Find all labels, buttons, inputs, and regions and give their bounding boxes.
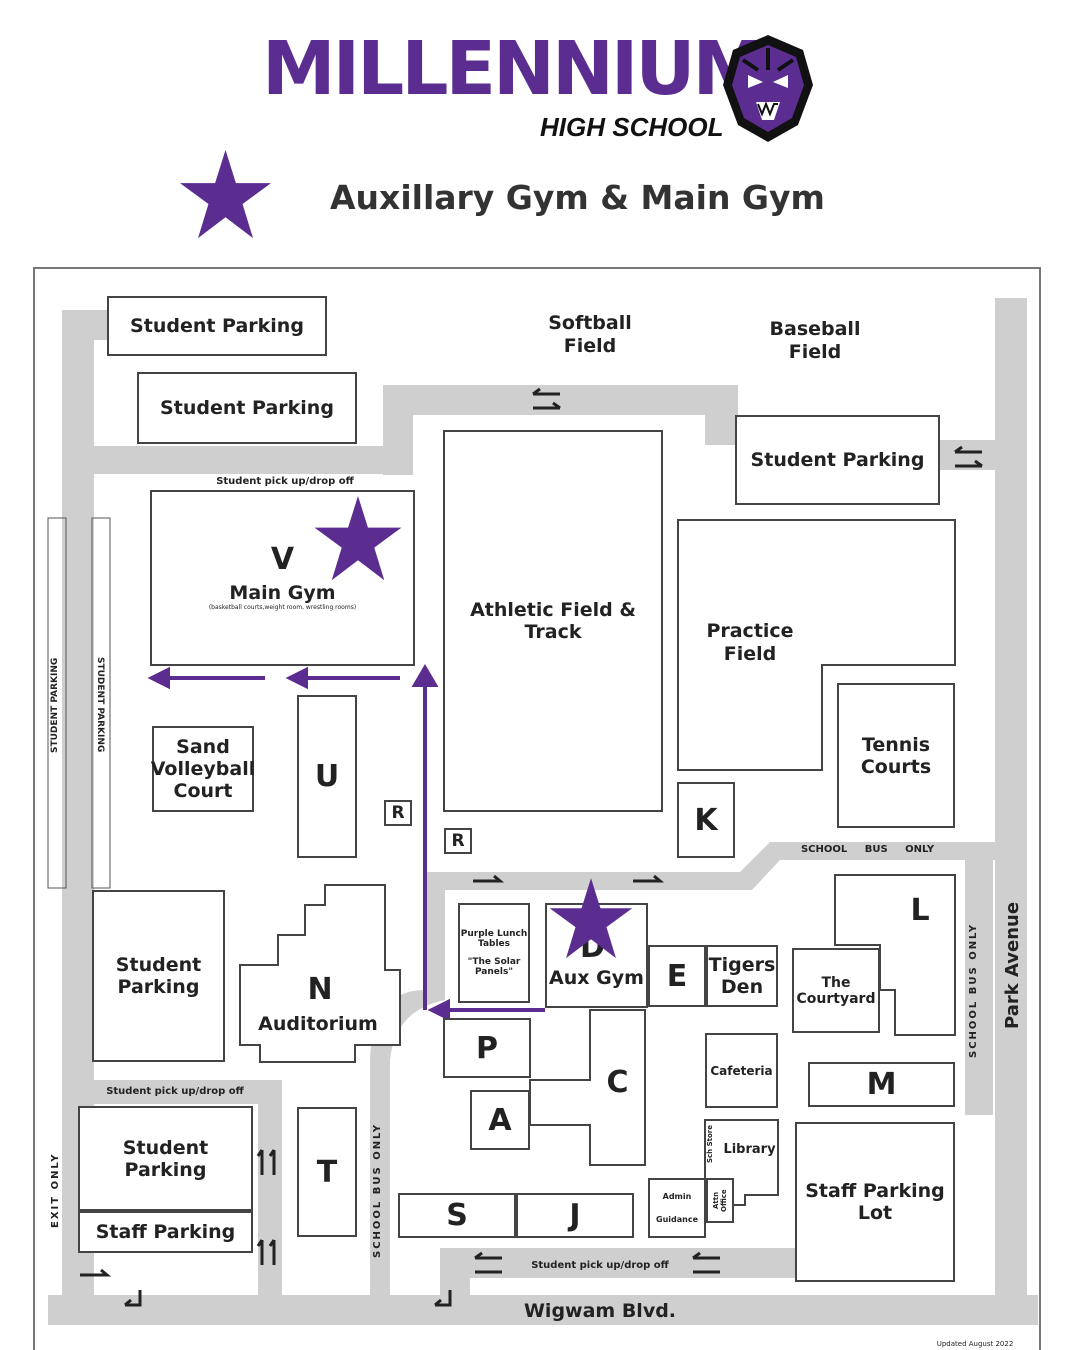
building-s[interactable]: S bbox=[398, 1193, 516, 1238]
auditorium-outline bbox=[239, 884, 401, 1063]
cafeteria[interactable]: Cafeteria bbox=[705, 1033, 778, 1108]
staff-parking-lot[interactable]: Staff Parking Lot bbox=[795, 1122, 955, 1282]
exit-only-label: EXIT ONLY bbox=[50, 1152, 61, 1228]
tigers-den[interactable]: Tigers Den bbox=[706, 945, 778, 1007]
legend-star-icon bbox=[180, 150, 271, 239]
school-store-label: Sch Store bbox=[706, 1125, 714, 1164]
school-subtitle: HIGH SCHOOL bbox=[540, 112, 724, 142]
aux-gym-star-icon bbox=[549, 878, 633, 959]
park-avenue-label: Park Avenue bbox=[1002, 901, 1023, 1029]
student-parking-top-1[interactable]: Student Parking bbox=[107, 296, 327, 356]
athletic-field-track[interactable]: Athletic Field & Track bbox=[443, 430, 663, 812]
purple-lunch-tables[interactable]: Purple Lunch Tables "The Solar Panels" bbox=[458, 903, 530, 1003]
admin-guidance[interactable]: Admin Guidance bbox=[648, 1178, 706, 1238]
school-name: MILLENNIUM bbox=[262, 26, 766, 112]
guidance-label: Guidance bbox=[656, 1215, 698, 1224]
tennis-courts[interactable]: Tennis Courts bbox=[837, 683, 955, 828]
student-parking-vertical-a: STUDENT PARKING bbox=[50, 657, 60, 753]
building-v-label: V bbox=[270, 542, 295, 577]
legend-label: Auxillary Gym & Main Gym bbox=[330, 178, 825, 217]
school-bus-only-top: SCHOOL BUS ONLY bbox=[800, 844, 935, 855]
main-gym-building[interactable] bbox=[150, 490, 415, 666]
softball-field[interactable]: Softball Field bbox=[548, 312, 632, 357]
auditorium-label[interactable]: Auditorium bbox=[258, 1013, 378, 1035]
purple-lunch-label: Purple Lunch Tables bbox=[460, 929, 528, 949]
solar-panels-label: "The Solar Panels" bbox=[467, 957, 521, 977]
building-j[interactable]: J bbox=[516, 1193, 634, 1238]
school-bus-only-left: SCHOOL BUS ONLY bbox=[372, 1122, 383, 1258]
library-label[interactable]: Library bbox=[723, 1142, 776, 1157]
wigwam-blvd-label: Wigwam Blvd. bbox=[523, 1300, 677, 1322]
building-m[interactable]: M bbox=[808, 1062, 955, 1107]
staff-parking[interactable]: Staff Parking bbox=[78, 1211, 253, 1253]
tiger-mascot-icon bbox=[723, 35, 813, 142]
school-bus-only-right: SCHOOL BUS ONLY bbox=[968, 922, 979, 1058]
main-gym-note: (basketball courts,weight room, wrestlin… bbox=[208, 604, 357, 611]
building-t[interactable]: T bbox=[297, 1107, 357, 1237]
practice-field[interactable]: Practice Field bbox=[706, 620, 794, 665]
building-p[interactable]: P bbox=[443, 1018, 531, 1078]
building-n-label: N bbox=[307, 972, 333, 1007]
building-u[interactable]: U bbox=[297, 695, 357, 858]
student-parking-top-right[interactable]: Student Parking bbox=[735, 415, 940, 505]
student-parking-left-mid[interactable]: Student Parking bbox=[92, 890, 225, 1062]
restroom-r-1[interactable]: R bbox=[384, 800, 412, 826]
the-courtyard[interactable]: The Courtyard bbox=[792, 948, 880, 1033]
pickup-top-label: Student pick up/drop off bbox=[216, 476, 354, 487]
building-c-label[interactable]: C bbox=[606, 1065, 629, 1100]
student-parking-bottom-left[interactable]: Student Parking bbox=[78, 1106, 253, 1211]
student-parking-vertical-b: STUDENT PARKING bbox=[94, 657, 105, 753]
building-l-label[interactable]: L bbox=[910, 893, 930, 928]
updated-label: Updated August 2022 bbox=[936, 1340, 1014, 1348]
building-k[interactable]: K bbox=[677, 782, 735, 858]
attendance-office[interactable]: Attn Office bbox=[706, 1178, 734, 1223]
sand-volleyball-court[interactable]: Sand Volleyball Court bbox=[151, 726, 255, 812]
pickup-left-label: Student pick up/drop off bbox=[106, 1086, 244, 1097]
main-gym-label: Main Gym bbox=[229, 582, 336, 604]
student-parking-top-2[interactable]: Student Parking bbox=[137, 372, 357, 444]
admin-label: Admin bbox=[662, 1192, 692, 1201]
aux-gym-label: Aux Gym bbox=[549, 967, 644, 989]
main-gym-star-icon bbox=[314, 496, 402, 581]
header: MILLENNIUM HIGH SCHOOL Auxillary Gym & M… bbox=[0, 0, 1080, 250]
campus-map bbox=[33, 267, 1041, 1350]
building-a[interactable]: A bbox=[470, 1090, 530, 1150]
baseball-field[interactable]: Baseball Field bbox=[769, 318, 861, 363]
restroom-r-2[interactable]: R bbox=[444, 828, 472, 854]
building-e[interactable]: E bbox=[648, 945, 706, 1007]
pickup-bottom-label: Student pick up/drop off bbox=[531, 1260, 669, 1271]
